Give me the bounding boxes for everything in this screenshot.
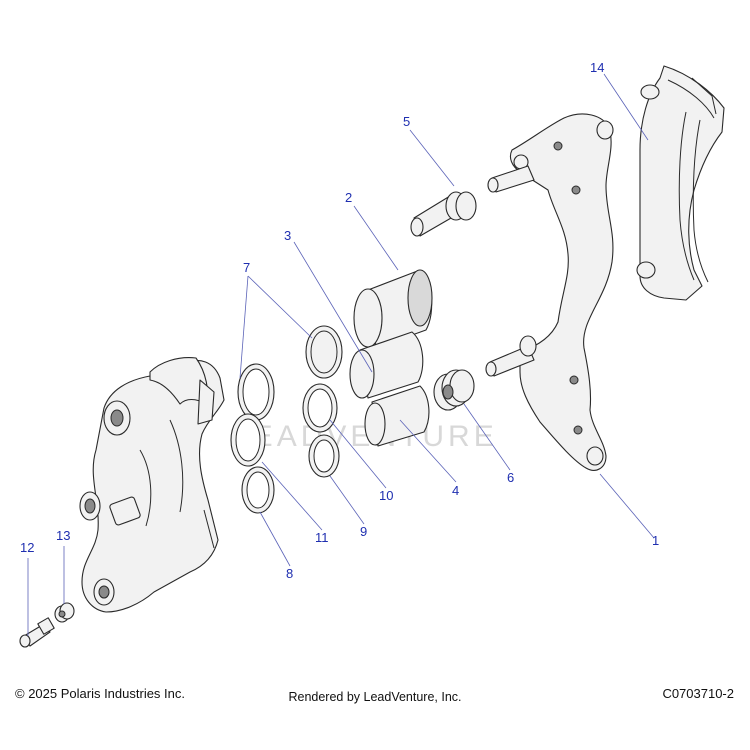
callout-3: 3	[284, 228, 291, 243]
guide-pin-boot[interactable]	[410, 191, 477, 237]
seal-boot[interactable]	[433, 369, 475, 411]
caliper-housing[interactable]	[79, 357, 225, 613]
callout-labels: 1 2 3 4 5 6 7 8 9 10 11 12 13 14	[20, 60, 659, 581]
callout-5: 5	[403, 114, 410, 129]
callout-12: 12	[20, 540, 34, 555]
bleeder-cap[interactable]	[54, 602, 75, 623]
callout-11: 11	[315, 530, 329, 545]
callout-13: 13	[56, 528, 70, 543]
callout-14: 14	[590, 60, 604, 75]
caliper-bracket[interactable]	[485, 113, 614, 471]
callout-1: 1	[652, 533, 659, 548]
callout-7: 7	[243, 260, 250, 275]
callout-2: 2	[345, 190, 352, 205]
rendered-by-text: Rendered by LeadVenture, Inc.	[288, 690, 462, 704]
callout-8: 8	[286, 566, 293, 581]
callout-6: 6	[507, 470, 514, 485]
bleeder-screw[interactable]	[19, 617, 55, 648]
callout-10: 10	[379, 488, 393, 503]
diagram-code: C0703710-2	[662, 686, 734, 701]
piston-medium[interactable]	[349, 331, 424, 399]
callout-4: 4	[452, 483, 459, 498]
brake-pad[interactable]	[636, 65, 725, 301]
piston-large[interactable]	[353, 269, 433, 349]
leader-lines	[27, 73, 655, 636]
seal-ring-set[interactable]	[230, 325, 343, 514]
piston-small[interactable]	[364, 385, 430, 447]
watermark: LEADVENTURE	[232, 420, 498, 453]
copyright-text: © 2025 Polaris Industries Inc.	[15, 686, 185, 701]
callout-9: 9	[360, 524, 367, 539]
